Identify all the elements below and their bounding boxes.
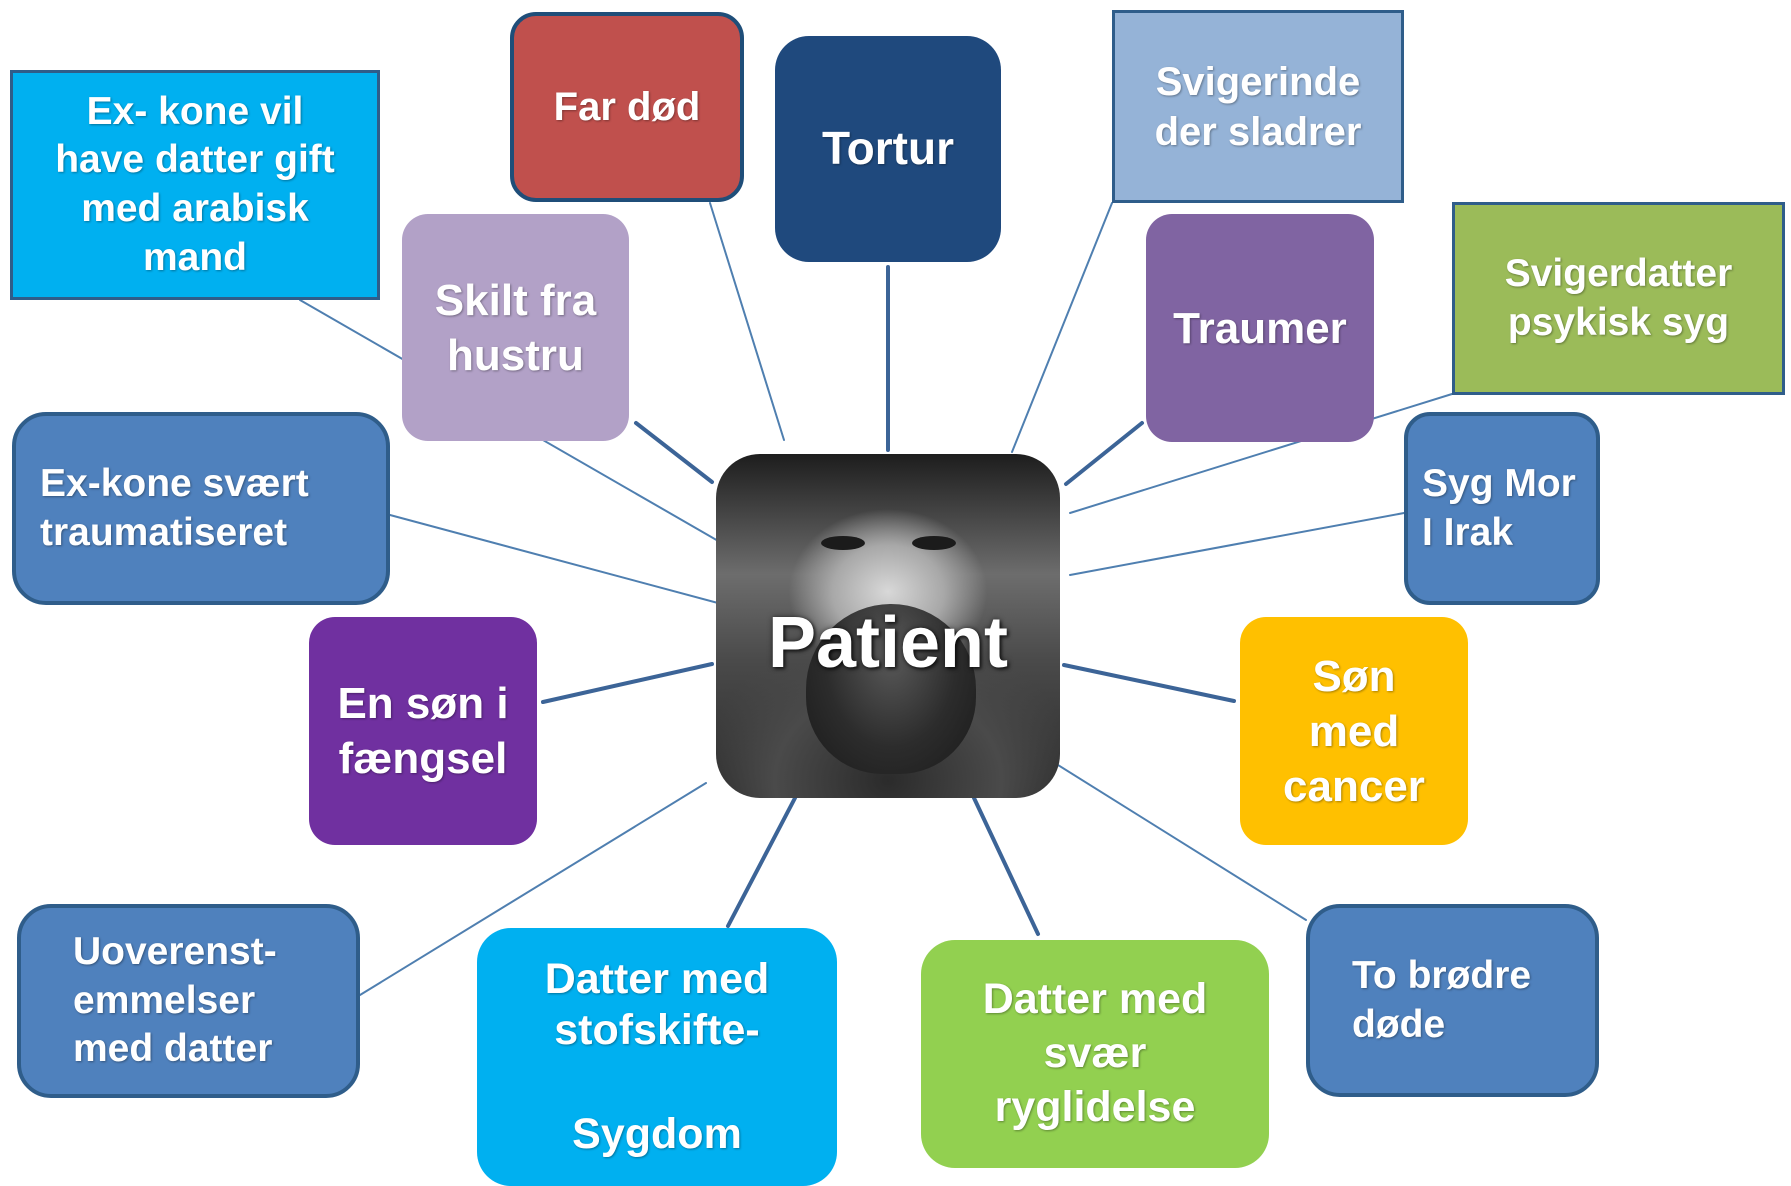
node-far-dod: Far død	[510, 12, 744, 202]
node-son-faengsel: En søn i fængsel	[309, 617, 537, 845]
patient-photo	[806, 604, 976, 774]
link-son-cancer	[1062, 663, 1236, 703]
link-son-faengsel	[541, 662, 714, 704]
node-traumer: Traumer	[1146, 214, 1374, 442]
link-svigerinde	[1011, 202, 1113, 453]
link-datter-stofskifte	[726, 796, 797, 928]
node-svigerdatter: Svigerdatter psykisk syg	[1452, 202, 1785, 395]
patient-photo-eye	[821, 536, 865, 550]
node-syg-mor: Syg Mor I Irak	[1404, 412, 1600, 605]
link-skilt	[634, 421, 714, 484]
node-datter-ryg: Datter med svær ryglidelse	[921, 940, 1269, 1168]
patient-photo-eye	[912, 536, 956, 550]
link-ex-kone-traume	[389, 514, 745, 611]
link-syg-mor	[1069, 512, 1405, 576]
node-son-cancer: Søn med cancer	[1240, 617, 1468, 845]
node-skilt: Skilt fra hustru	[402, 214, 629, 441]
node-ex-kone-datter: Ex- kone vil have datter gift med arabis…	[10, 70, 380, 300]
node-svigerinde: Svigerinde der sladrer	[1112, 10, 1404, 203]
node-brodre: To brødre døde	[1306, 904, 1599, 1097]
node-datter-stofskifte: Datter med stofskifte- Sygdom	[477, 928, 837, 1186]
node-uoverens: Uoverenst- emmelser med datter	[17, 904, 360, 1098]
link-far-dod	[709, 202, 785, 441]
patient-center-node: Patient	[716, 454, 1060, 798]
node-tortur: Tortur	[775, 36, 1001, 262]
link-uoverens	[359, 782, 707, 996]
link-traumer	[1064, 421, 1144, 486]
link-datter-ryg	[972, 796, 1040, 936]
link-brodre	[1041, 754, 1307, 921]
node-ex-kone-traume: Ex-kone svært traumatiseret	[12, 412, 390, 605]
patient-label: Patient	[767, 603, 1009, 683]
link-svigerdatter	[1069, 393, 1453, 514]
